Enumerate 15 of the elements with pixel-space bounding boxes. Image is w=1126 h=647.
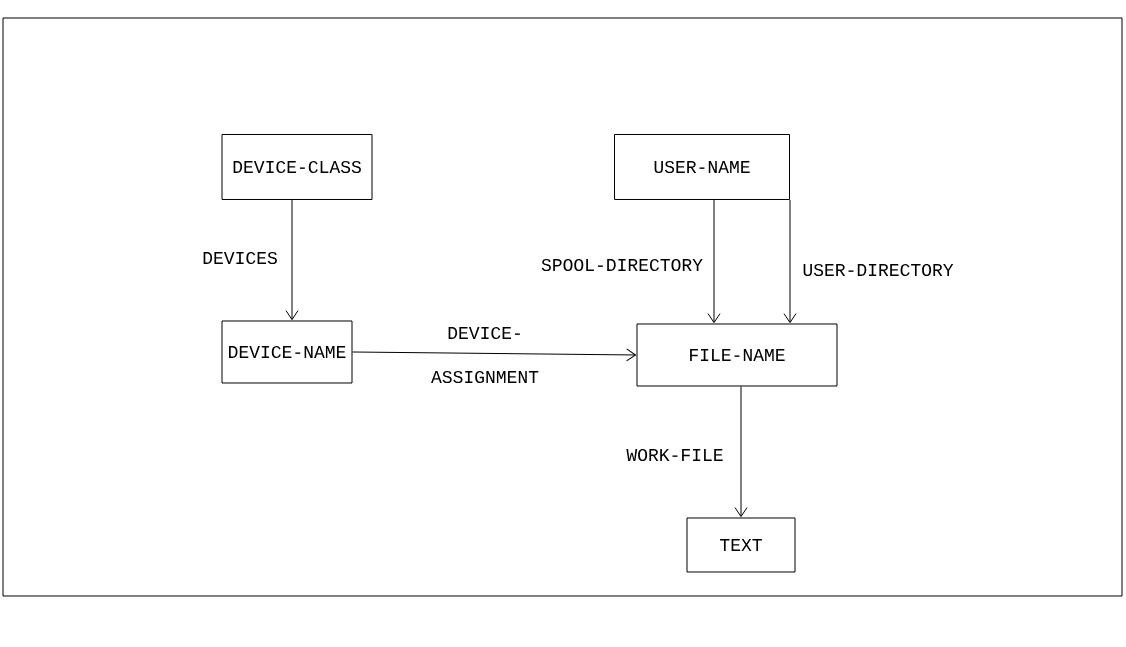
arrow [783,199,797,324]
arrow [707,199,721,324]
record-box: FILE-NAME [636,323,838,387]
arrow [352,348,637,362]
record-box: TEXT [686,517,796,573]
edge-label: DEVICES [203,251,277,265]
edge-label: USER-DIRECTORY [803,263,954,277]
edge-label: WORK-FILE [626,448,723,462]
record-box: USER-NAME [614,134,790,200]
record-box: DEVICE-CLASS [221,134,373,200]
arrow [285,199,299,321]
arrow [734,386,748,518]
edge-label: SPOOL-DIRECTORY [541,258,703,272]
record-box: DEVICE-NAME [221,320,353,384]
edge-label: DEVICE- ASSIGNMENT [431,326,539,384]
